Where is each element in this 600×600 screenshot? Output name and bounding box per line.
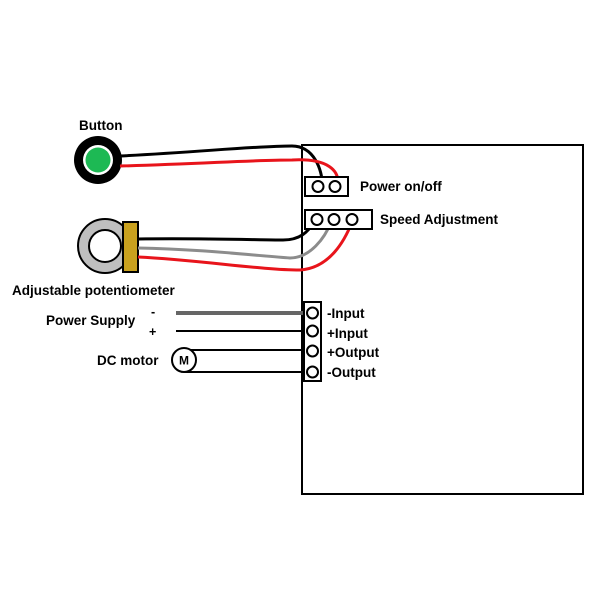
dc-motor-label: DC motor <box>97 353 159 368</box>
terminal-label-neg-input: -Input <box>327 306 365 321</box>
terminal-label-pos-input: +Input <box>327 326 368 341</box>
potentiometer-label: Adjustable potentiometer <box>12 283 176 298</box>
power-supply-label: Power Supply <box>46 313 136 328</box>
main-terminal-block <box>303 301 322 382</box>
potentiometer-icon <box>77 218 139 274</box>
button-wire-red <box>119 158 340 183</box>
controller-board <box>301 144 584 495</box>
power-connector <box>304 176 349 197</box>
pot-wire-gray <box>137 221 333 260</box>
pot-wire-black <box>137 221 316 242</box>
motor-symbol: M <box>179 354 189 368</box>
speed-connector <box>304 209 373 230</box>
push-button-icon <box>74 136 122 184</box>
terminal-label-pos-output: +Output <box>327 345 380 360</box>
supply-plus-sign: + <box>149 325 156 339</box>
terminal-label-neg-output: -Output <box>327 365 376 380</box>
pot-wire-red <box>137 221 354 272</box>
motor-icon: M <box>171 347 197 373</box>
button-wire-black <box>119 144 324 183</box>
speed-adjustment-label: Speed Adjustment <box>380 212 499 227</box>
button-label: Button <box>79 118 122 133</box>
supply-minus-sign: - <box>151 305 155 319</box>
power-on-off-label: Power on/off <box>360 179 442 194</box>
